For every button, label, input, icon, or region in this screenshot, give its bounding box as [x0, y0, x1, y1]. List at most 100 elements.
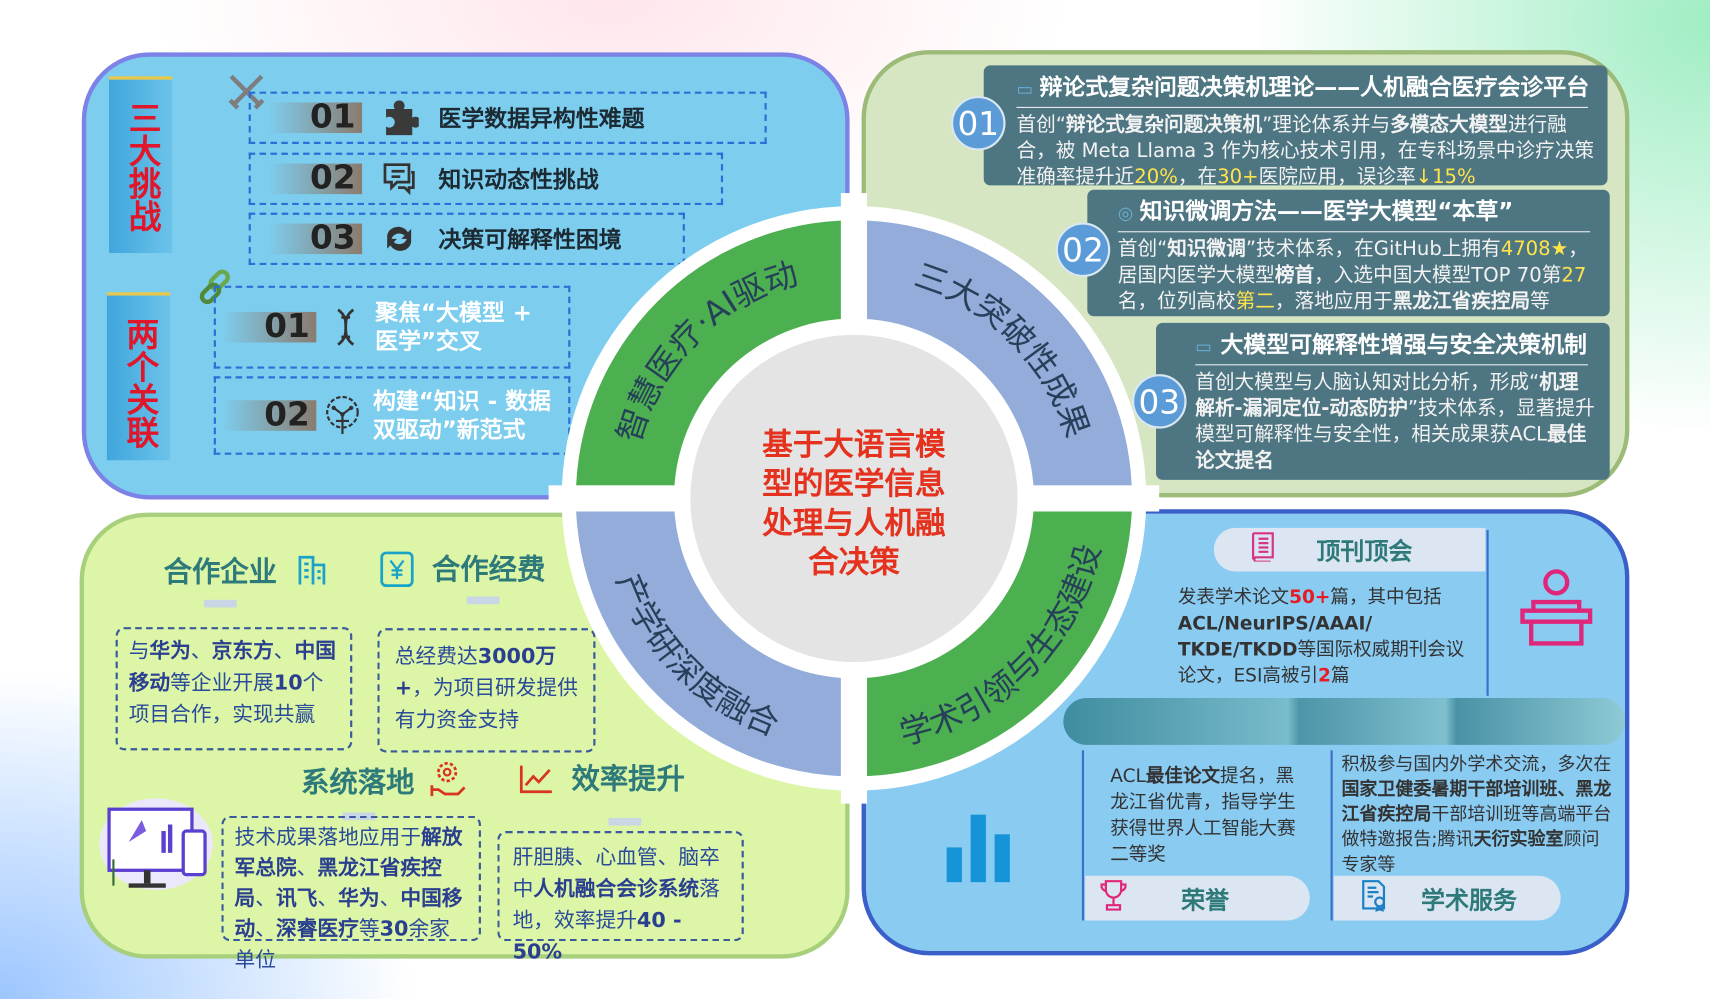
honor-text: ACL最佳论文提名，黑龙江省优青，指导学生获得世界人工智能大赛二等奖: [1110, 763, 1312, 868]
center-title-line: 基于大语言模: [762, 426, 946, 463]
achievement-card: ▭辩论式复杂问题决策机理论——人机融合医疗会诊平台 首创“辩论式复杂问题决策机”…: [983, 65, 1608, 189]
gear-hand-icon: [428, 757, 467, 803]
chart-screen-icon: ▭: [1195, 335, 1212, 357]
text-segment: 总经费达: [394, 644, 478, 669]
text-segment: 篇，其中包括: [1330, 586, 1442, 609]
text-segment: 、: [317, 886, 339, 911]
text-segment: ，在: [1177, 165, 1218, 189]
swords-icon: [227, 72, 266, 111]
text-segment: 机理解析-漏洞定位-动态防护: [1195, 370, 1579, 420]
text-segment: 发表学术论文: [1177, 586, 1290, 609]
text-segment: ↓15%: [1415, 165, 1476, 189]
dna-icon: [336, 308, 356, 347]
text-segment: 讯飞: [275, 886, 318, 911]
relation-number: 02: [222, 399, 317, 431]
text-segment: 20%: [1134, 165, 1178, 189]
achievement-number: 01: [951, 95, 1006, 151]
underline-dash: [466, 596, 500, 605]
relation-item: 01 聚焦“大模型 + 医学”交叉: [213, 285, 571, 369]
text-segment: 第二: [1235, 290, 1275, 314]
achievement-number: 02: [1055, 222, 1111, 278]
book-icon: [1249, 531, 1275, 568]
quadrant-br: [853, 498, 1133, 777]
relation-number: 01: [222, 310, 317, 343]
text-segment: ，落地应用于: [1274, 290, 1393, 314]
text-segment: 篇: [1330, 665, 1350, 688]
text-segment: 多模态大模型: [1390, 113, 1508, 137]
text-segment: 技术成果落地应用于: [234, 825, 421, 850]
text-segment: 华为: [338, 886, 380, 911]
text-segment: 辩论式复杂问题决策机: [1065, 113, 1263, 137]
vertical-divider: [1330, 750, 1333, 921]
text-segment: 与: [128, 639, 150, 664]
text-segment: 30: [379, 917, 409, 942]
honor-header: 荣誉: [1085, 875, 1310, 921]
text-segment: ，为项目研发提供有力资金支持: [394, 676, 578, 732]
text-segment: 最佳论文: [1145, 765, 1221, 788]
text-segment: 名，位列高校: [1117, 290, 1236, 314]
text-segment: 个项目合作，实现共赢: [128, 670, 324, 727]
text-segment: 30+: [1217, 165, 1259, 189]
quadrant-tr: [853, 220, 1133, 499]
relations-label: 两个关联: [106, 292, 171, 461]
underline-dash: [203, 599, 237, 608]
text-segment: ”技术体系，显著提升模型可解释性与安全性，相关成果获ACL: [1195, 396, 1595, 447]
achievement-card: ◎知识微调方法——医学大模型“本草” 首创“知识微调”技术体系，在GitHub上…: [1087, 189, 1610, 317]
text-segment: ，居国内医学大模型: [1117, 237, 1588, 287]
text-segment: 榜首: [1274, 263, 1315, 287]
text-segment: 干部培训班等高端平台做特邀报告;腾讯: [1341, 803, 1612, 850]
text-segment: 、: [255, 917, 276, 942]
enterprise-box: 与华为、京东方、中国移动等企业开展10个项目合作，实现共赢: [115, 627, 353, 751]
text-segment: ACL/NeurIPS/AAAI/ TKDE/TKDD: [1177, 612, 1373, 661]
center-title: 基于大语言模 型的医学信息 处理与人机融 合决策: [698, 425, 1010, 582]
center-ring: 智慧医疗·AI驱动 三大突破性成果 产学研深度融合 学术引领与生态建设: [548, 193, 1160, 804]
text-segment: 华为: [149, 639, 191, 664]
text-segment: 首创大模型与人脑认知对比分析，形成“: [1195, 370, 1540, 394]
certificate-icon: [1360, 878, 1388, 917]
bar-chart-icon: [944, 812, 1014, 886]
vertical-divider: [1486, 530, 1489, 696]
text-segment: 最佳论文提名: [1195, 423, 1587, 473]
trend-chart-icon: [519, 763, 554, 798]
text-segment: 天衍实验室: [1473, 828, 1564, 850]
challenge-number: 01: [268, 101, 363, 134]
text-segment: 、: [379, 886, 401, 911]
text-segment: 等国际权威期刊会议论文，ESI高被引: [1177, 639, 1465, 688]
network-icon: ◎: [1117, 202, 1134, 224]
underline-dash: [608, 817, 642, 826]
text-segment: 顾问专家等: [1341, 828, 1600, 875]
text-segment: 解放军总院: [234, 825, 463, 881]
text-segment: 余家单位: [234, 917, 450, 972]
text-segment: ”技术体系，在GitHub上拥有: [1245, 237, 1501, 261]
challenge-number: 02: [268, 162, 363, 195]
text-segment: 中国移动: [234, 886, 463, 942]
center-circle: [690, 334, 1018, 662]
funding-title: 合作经费: [431, 554, 546, 587]
divider: [1195, 364, 1588, 366]
achievement-body: 首创大模型与人脑认知对比分析，形成“机理解析-漏洞定位-动态防护”技术体系，显著…: [1195, 370, 1596, 475]
text-segment: 落地，效率提升: [512, 876, 720, 933]
text-segment: 人机融合会诊系统: [533, 876, 700, 901]
quadrant-tl: [575, 220, 854, 499]
achievement-body: 首创“辩论式复杂问题决策机”理论体系并与多模态大模型进行融合，被 Meta Ll…: [1016, 112, 1596, 191]
vertical-divider: [1081, 750, 1085, 921]
enterprise-title: 合作企业: [163, 556, 278, 589]
text-segment: 、: [296, 856, 318, 881]
achievement-number: 03: [1132, 374, 1187, 429]
text-segment: 知识微调: [1167, 237, 1246, 261]
journals-text: 发表学术论文50+篇，其中包括ACL/NeurIPS/AAAI/ TKDE/TK…: [1178, 585, 1470, 690]
chat-icon: [382, 161, 417, 196]
service-text: 积极参与国内外学术交流，多次在国家卫健委暑期干部培训班、黑龙江省疾控局干部培训班…: [1341, 751, 1616, 876]
achievement-body: 首创“知识微调”技术体系，在GitHub上拥有4708★，居国内医学大模型榜首，…: [1118, 237, 1599, 316]
text-segment: 等: [358, 917, 380, 942]
challenge-item: 02 知识动态性挑战: [248, 152, 724, 206]
text-segment: 、: [273, 639, 295, 664]
text-segment: ，入选中国大模型TOP 70第: [1314, 263, 1562, 287]
text-segment: 、: [190, 639, 212, 664]
text-segment: ”理论体系并与: [1262, 113, 1391, 137]
deploy-title: 系统落地: [301, 766, 415, 800]
text-segment: 黑龙江省疾控局: [234, 856, 442, 911]
yen-icon: [380, 551, 415, 592]
text-segment: 27: [1561, 263, 1587, 287]
challenge-item: 01 医学数据异构性难题: [248, 91, 767, 144]
